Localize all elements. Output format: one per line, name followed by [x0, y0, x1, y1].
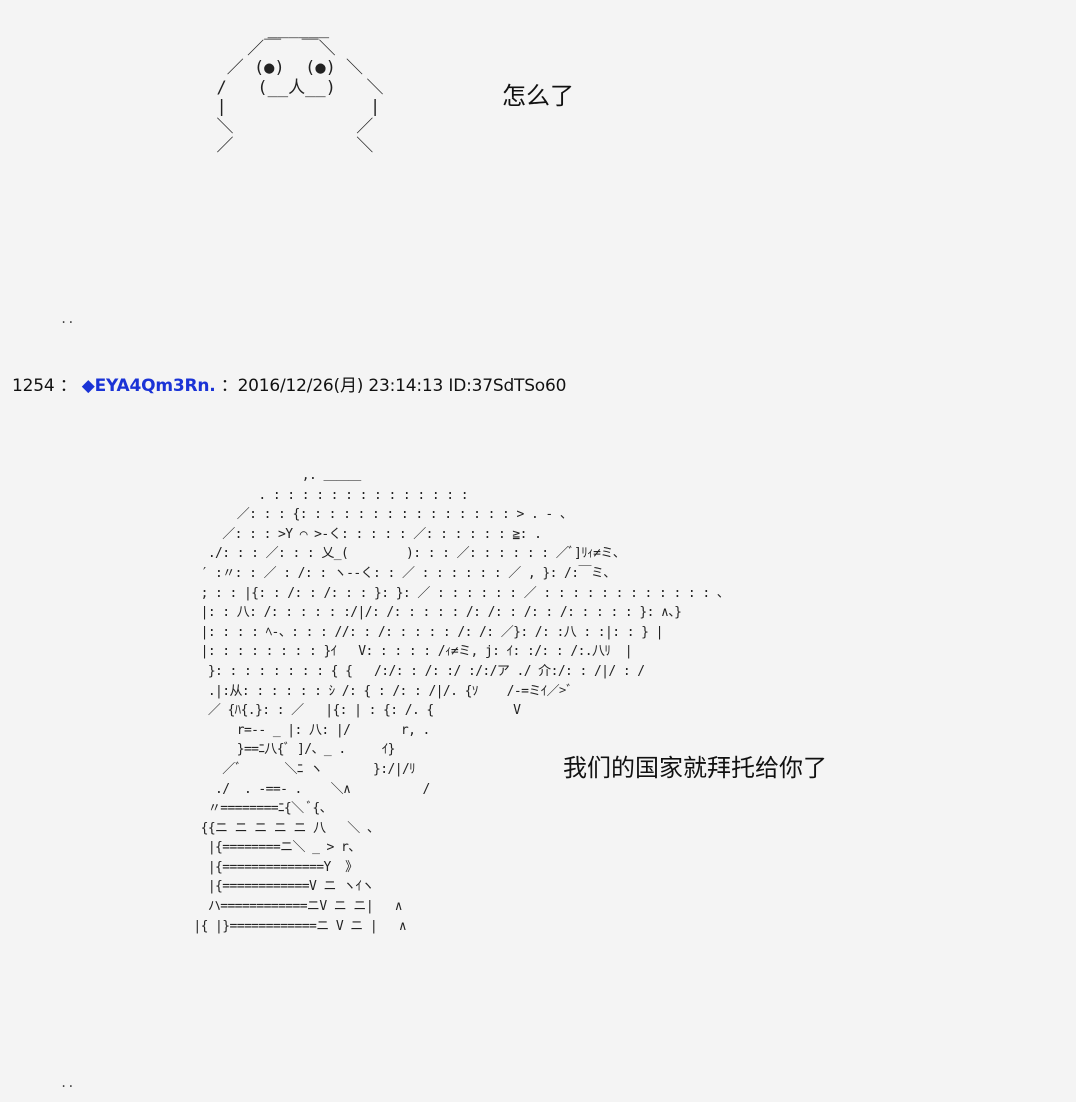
art-line: ______	[196, 19, 330, 39]
post-author-trip: ◆EYA4Qm3Rn.	[81, 376, 216, 396]
art-line: |: : 八: /: : : : : :/|/: /: : : : : /: /…	[150, 605, 682, 621]
art-line: {{ニ ニ ニ ニ ニ 八 ＼ 、	[150, 820, 380, 836]
art-line: |: : : : : : : : }ｲ V: : : : : /ｨ≠ミ, j: …	[150, 644, 633, 660]
post-id: ID:37SdTSo60	[448, 376, 567, 396]
art-line: / (__人__) ＼	[196, 77, 384, 98]
art-line: |: : : : ﾍ-、: : : //: : /: : : : : /: /:…	[150, 624, 664, 640]
post-header: 1254 ： ◆EYA4Qm3Rn. ：2016/12/26(月) 23:14:…	[12, 371, 566, 396]
speech-text-1: 怎么了	[502, 82, 574, 110]
separator-dots-bottom: ..	[60, 1076, 75, 1090]
art-line: ／: : : {: : : : : : : : : : : : : : : > …	[150, 507, 573, 523]
ascii-art-face: ______ ／￣ ￣＼ ／ (●) (●) ＼ / (__人__) ＼ | |…	[196, 19, 384, 157]
art-line: ハ============ニV ニ ニ| ∧	[150, 899, 403, 915]
art-line: ＼ ／	[196, 116, 374, 137]
post-separator: ：	[59, 376, 77, 396]
art-line: }==ﾆ八{ﾞ ]/、_ . ｲ}	[150, 742, 396, 758]
art-line: ,. ＿＿＿	[150, 468, 361, 483]
art-line: 〃========ﾆ{＼ ﾞ{、	[150, 801, 333, 817]
art-line: ′ :〃: : ／ : /: : ヽ‐‐く: : ／ : : : : : : ／…	[150, 565, 617, 581]
ascii-art-character: ,. ＿＿＿ . : : : : : : : : : : : : : : ／: …	[150, 466, 729, 936]
art-line: ／ﾞ ＼ﾆ ヽ }:/|/ﾘ	[150, 761, 416, 777]
separator-dots: ..	[60, 312, 75, 326]
art-line: |{============V ニ ヽｲヽ	[150, 879, 375, 895]
art-line: |{==============Y 》	[150, 859, 358, 875]
art-line: ./: : : ／: : : 乂_( ): : : ／: : : : : : ／…	[150, 546, 626, 562]
art-line: ／: : : >Y ⌒ >-く: : : : : ／: : : : : : ≧:…	[150, 526, 542, 542]
art-line: ; : : |{: : /: : /: : : }: }: ／ : : : : …	[150, 585, 730, 601]
post-datetime: 2016/12/26(月) 23:14:13	[237, 376, 444, 396]
art-line: |{========ニ＼ _ > r、	[150, 840, 361, 856]
art-line: |{ |}============ニ V ニ | ∧	[150, 918, 407, 934]
post-number: 1254	[12, 376, 55, 396]
speech-text-2: 我们的国家就拜托给你了	[563, 754, 827, 782]
art-line: ／ ＼	[196, 136, 374, 156]
art-line: }: : : : : : : : { { /:/: : /: :/ :/:/ア …	[150, 663, 645, 679]
art-line: r=‐‐ _ |: 八: |/ r, .	[150, 722, 431, 738]
art-line: ／￣ ￣＼	[196, 38, 336, 59]
art-line: ./ . ‐==‐ . ＼∧ /	[150, 781, 430, 797]
art-line: . : : : : : : : : : : : : : :	[150, 487, 468, 503]
art-line: .|:从: : : : : : ｼ /: { : /: : /|/. {ｿ /‐…	[150, 683, 573, 699]
post-separator-2: ：	[220, 376, 238, 396]
art-line: | |	[196, 97, 381, 117]
art-line: ／ (●) (●) ＼	[196, 58, 364, 78]
art-line: ／ {ﾊ{.}: : ／ |{: | : {: /. { V	[150, 703, 521, 719]
